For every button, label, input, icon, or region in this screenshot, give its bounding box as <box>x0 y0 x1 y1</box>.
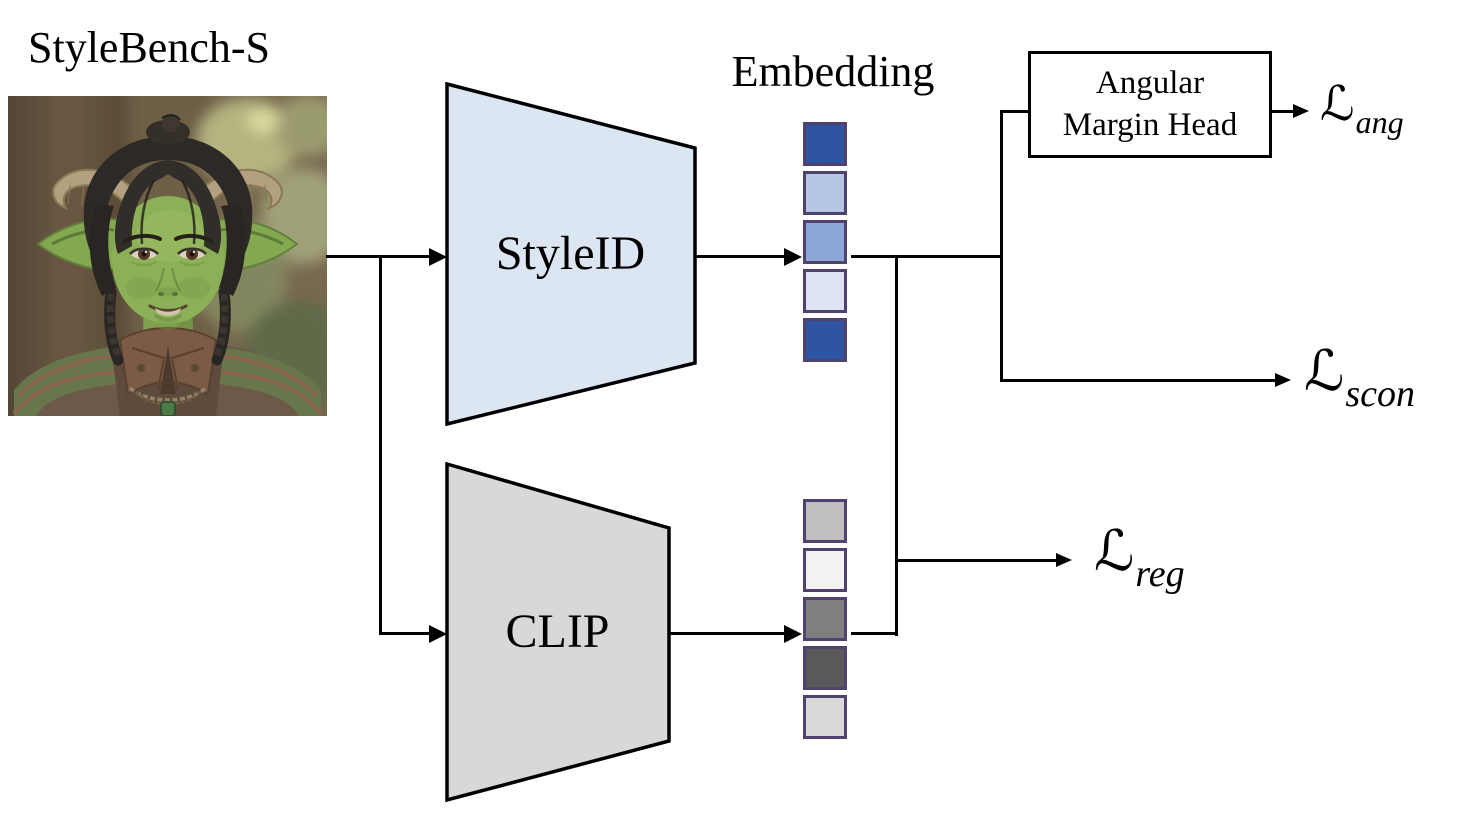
clip-trapezoid <box>445 462 671 803</box>
styleid-encoder <box>445 82 697 426</box>
connector-clip-to-embedding <box>668 632 785 635</box>
connector-styleid-to-embedding <box>694 255 785 258</box>
input-image <box>0 81 353 436</box>
clip-encoder <box>445 462 671 803</box>
arrowhead-loss-reg <box>1056 553 1072 567</box>
connector-amh-to-loss-ang <box>1272 110 1294 113</box>
arrowhead-into-clip-embedding <box>784 625 802 643</box>
arrowhead-loss-ang <box>1293 104 1309 118</box>
embedding-cell <box>803 171 847 215</box>
embedding-cell <box>803 499 847 543</box>
connector-clip-embedding-to-reg <box>851 632 898 635</box>
embedding-cell <box>803 220 847 264</box>
connector-to-loss-reg <box>895 559 1057 562</box>
embedding-cell <box>803 122 847 166</box>
connector-branch-to-clip <box>379 632 430 635</box>
amh-label-line2: Margin Head <box>1062 106 1238 143</box>
loss-ang-symbol: ℒ <box>1320 76 1355 132</box>
embedding-cell <box>803 548 847 592</box>
embedding-cell <box>803 269 847 313</box>
clip-label: CLIP <box>505 605 610 658</box>
clip-embedding-stack <box>803 499 847 739</box>
arrowhead-into-style-embedding <box>784 248 802 266</box>
stylebench-sample-image <box>0 81 353 436</box>
connector-image-to-styleid <box>326 255 430 258</box>
arrowhead-loss-scon <box>1275 373 1291 387</box>
loss-reg-symbol: ℒ <box>1094 519 1135 584</box>
loss-scon-subscript: scon <box>1345 373 1415 415</box>
amh-label-line1: Angular <box>1095 64 1205 101</box>
embedding-cell <box>803 646 847 690</box>
arrowhead-into-styleid <box>429 248 447 266</box>
loss-scon-symbol: ℒ <box>1304 339 1345 404</box>
arrowhead-into-clip <box>429 625 447 643</box>
loss-reg-subscript: reg <box>1135 553 1185 595</box>
connector-branch-vertical <box>379 255 382 635</box>
loss-ang-subscript: ang <box>1355 104 1404 140</box>
styleid-label: StyleID <box>495 226 646 280</box>
embedding-cell <box>803 695 847 739</box>
connector-right-vertical <box>1000 110 1003 382</box>
connector-into-amh-box <box>1000 110 1028 113</box>
embedding-label: Embedding <box>731 47 935 96</box>
embedding-cell <box>803 318 847 362</box>
embedding-cell <box>803 597 847 641</box>
angular-margin-head-box: Angular Margin Head <box>1028 51 1272 158</box>
connector-embedding-to-heads <box>851 255 1003 258</box>
connector-to-loss-scon <box>1000 379 1276 382</box>
connector-reg-vertical <box>895 255 898 636</box>
dataset-title: StyleBench-S <box>28 23 270 72</box>
styleid-trapezoid <box>445 82 697 426</box>
style-embedding-stack <box>803 122 847 362</box>
